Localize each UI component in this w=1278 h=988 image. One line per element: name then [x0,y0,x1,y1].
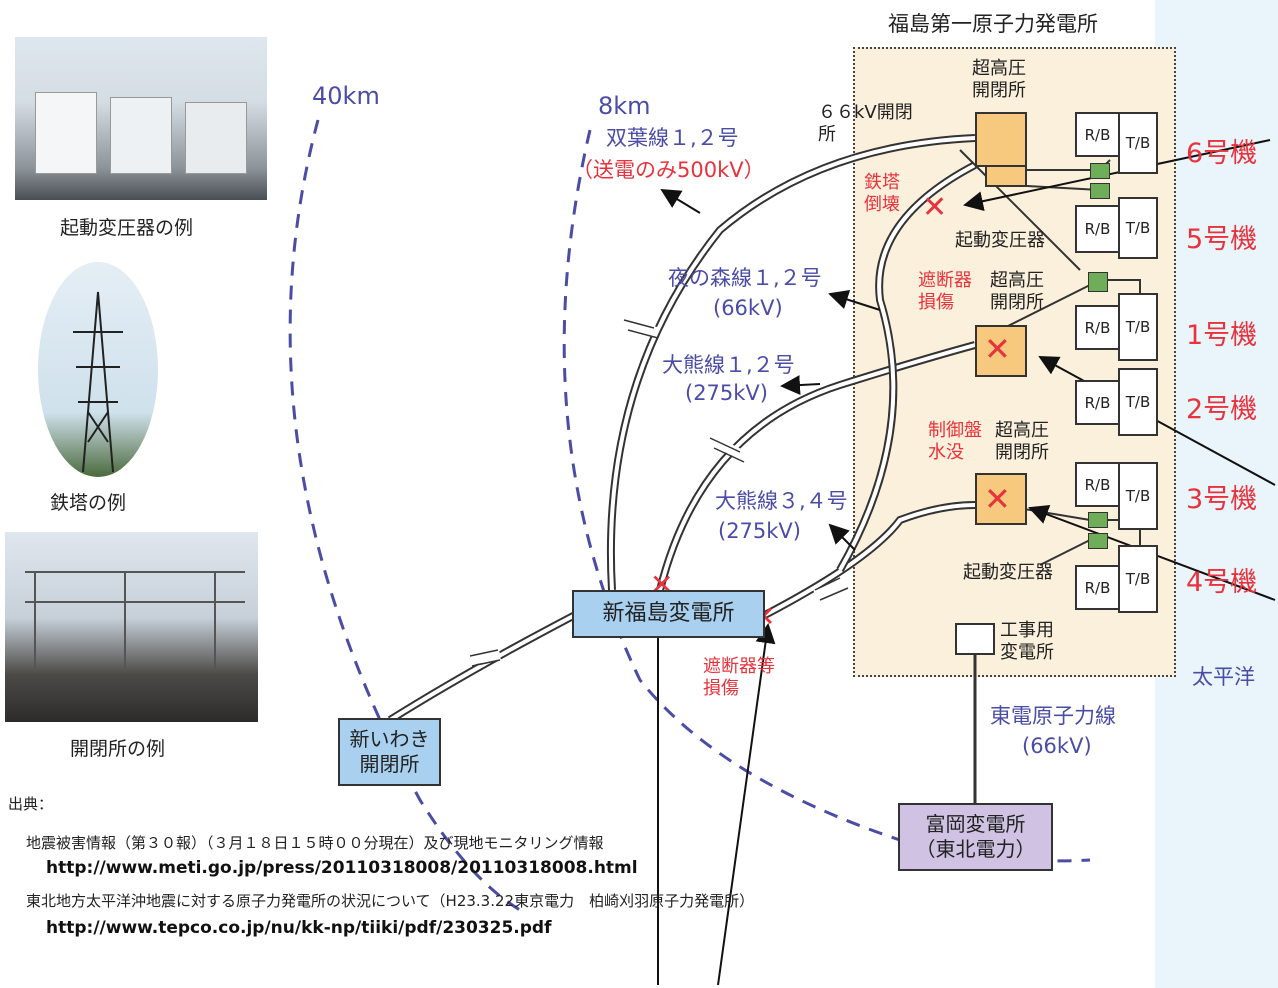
startup-transformer-e [1088,533,1108,549]
switchyard-caption: 開閉所の例 [70,738,166,760]
ehv-switchyard-low-label: 超高圧 開閉所 [995,420,1049,463]
startup-transformer-a [1090,163,1110,179]
rb-unit4: R/B [1075,565,1120,610]
construction-substation-box [955,623,995,655]
distance-40km: 40km [312,82,380,110]
source-line1: 地震被害情報（第３０報）（３月１８日１５時００分現在）及び現地モニタリング情報 [26,834,604,852]
radius-40km-arc [288,119,521,912]
ehv-switchyard-top [975,112,1027,167]
startup-transformer-d [1088,512,1108,528]
unit6-label: 6号機 [1186,138,1258,169]
plant-title: 福島第一原子力発電所 [888,12,1098,36]
unit5-label: 5号機 [1186,224,1258,255]
shin-iwaki-switchyard: 新いわき 開閉所 [338,718,441,786]
unit2-label: 2号機 [1186,394,1258,425]
kv66-switchyard-label: ６６kV開閉 所 [818,102,913,145]
source-url2[interactable]: http://www.tepco.co.jp/nu/kk-np/tiiki/pd… [46,918,552,938]
breaker-damage-label: 遮断器 損傷 [918,270,972,313]
tb-unit3: T/B [1118,462,1158,530]
yonomori-kv: (66kV) [713,296,783,320]
rb-unit2: R/B [1075,380,1120,425]
source-heading: 出典： [8,795,54,813]
rb-unit3: R/B [1075,462,1120,507]
unit3-label: 3号機 [1186,484,1258,515]
todenn-kv: (66kV) [1022,734,1092,758]
futaba-label: 双葉線１,２号 [606,126,739,150]
yonomori-label: 夜の森線１,２号 [668,266,822,290]
source-line2: 東北地方太平洋沖地震に対する原子力発電所の状況について（H23.3.22東京電力… [26,892,755,910]
unit1-label: 1号機 [1186,320,1258,351]
unit4-label: 4号機 [1186,567,1258,598]
tb-unit6: T/B [1118,112,1158,174]
shin-fukushima-substation: 新福島変電所 [572,590,765,638]
tower-collapse-label: 鉄塔 倒壊 [864,172,900,215]
startup-transformer-low-label: 起動変圧器 [963,562,1053,583]
damage-cross-tower: ✕ [922,190,948,225]
ehv-switchyard-top-label: 超高圧 開閉所 [972,58,1026,101]
okuma12-label: 大熊線１,２号 [662,353,795,377]
futaba-note: （送電のみ500kV） [572,158,765,182]
startup-transformer-c [1088,272,1108,292]
tower-caption: 鉄塔の例 [50,492,127,514]
rb-unit6: R/B [1075,112,1120,157]
rb-unit1: R/B [1075,305,1120,350]
tb-unit4: T/B [1118,545,1158,613]
startup-transformer-photo [15,37,267,200]
okuma12-kv: (275kV) [685,381,768,405]
startup-transformer-top-label: 起動変圧器 [955,230,1045,251]
construction-substation-label: 工事用 変電所 [1000,620,1054,663]
source-url1[interactable]: http://www.meti.go.jp/press/20110318008/… [46,858,638,878]
startup-transformer-b [1090,183,1110,199]
tomioka-substation: 富岡変電所 （東北電力） [898,803,1053,871]
ehv-switchyard-low [975,473,1027,525]
startup-transformer-caption: 起動変圧器の例 [60,217,194,239]
tb-unit2: T/B [1118,368,1158,436]
damage-cross-mid: ✕ [984,330,1011,368]
breaker-damage-sub-label: 遮断器等 損傷 [703,656,775,699]
ehv-switchyard-mid [975,325,1027,377]
ehv-switchyard-mid-label: 超高圧 開閉所 [990,270,1044,313]
todenn-label: 東電原子力線 [990,704,1116,728]
ocean-label: 太平洋 [1192,665,1255,689]
distance-8km: 8km [598,92,651,120]
tb-unit1: T/B [1118,293,1158,361]
rb-unit5: R/B [1075,205,1120,253]
okuma34-label: 大熊線３,４号 [715,489,848,513]
damage-cross-low: ✕ [984,480,1011,518]
kv66-switchyard [985,165,1027,187]
switchyard-photo [5,532,258,722]
panel-flooded-label: 制御盤 水没 [928,420,982,463]
okuma34-kv: (275kV) [718,519,801,543]
tb-unit5: T/B [1118,197,1158,259]
tower-photo [38,262,158,477]
